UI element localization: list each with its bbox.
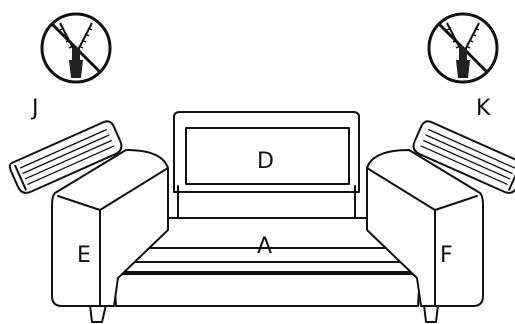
label-backrest: D	[257, 149, 274, 174]
sofa-base	[90, 274, 438, 322]
no-zipper-icon	[42, 14, 110, 82]
label-right-arm: F	[440, 243, 453, 268]
label-seat: A	[257, 234, 272, 259]
label-headrest-left: J	[30, 96, 39, 121]
no-zipper-icon	[429, 14, 497, 82]
label-headrest-right: K	[476, 96, 491, 121]
label-left-arm: E	[77, 243, 91, 268]
